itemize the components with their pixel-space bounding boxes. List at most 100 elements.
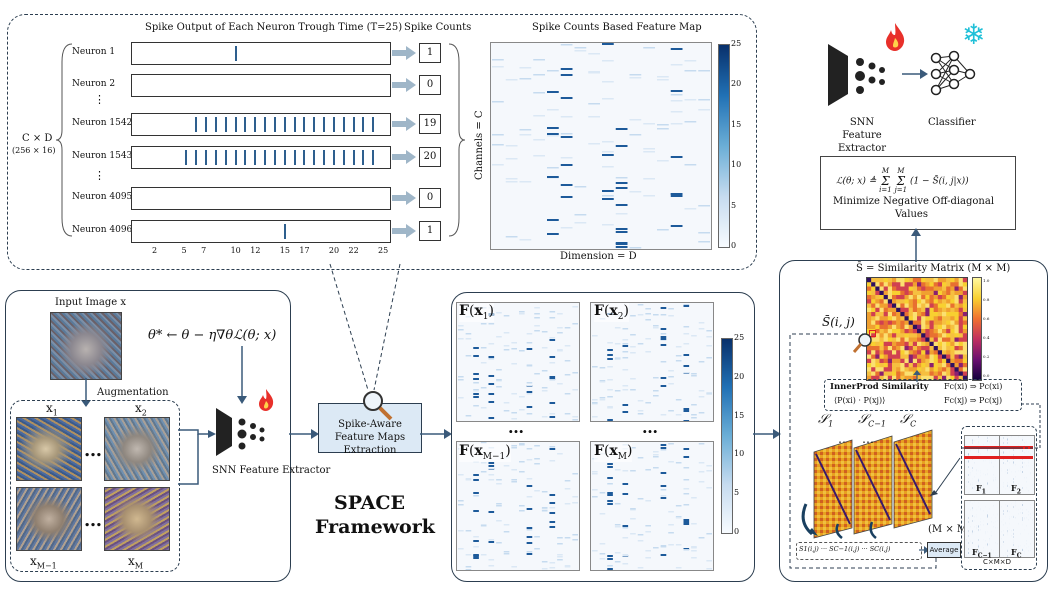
sim-cell	[908, 358, 914, 364]
sim-cell	[887, 320, 893, 326]
heat-cell	[660, 414, 667, 416]
heat-cell	[458, 325, 464, 327]
heat-cell	[519, 78, 532, 80]
sim-cell	[954, 307, 959, 313]
sim-cell	[929, 358, 934, 364]
heat-cell	[503, 465, 510, 467]
sim-cell	[896, 367, 901, 372]
sim-cell	[908, 278, 914, 283]
heat-cell	[473, 492, 479, 494]
heat-cell	[519, 313, 525, 315]
sim-cell	[887, 303, 893, 309]
heat-cell	[657, 76, 669, 78]
sim-cell	[958, 329, 964, 334]
heat-cell	[480, 442, 487, 444]
sim-cell	[942, 307, 947, 313]
sim-cell	[929, 278, 934, 283]
sim-cell	[946, 320, 951, 326]
heat-cell	[549, 521, 556, 523]
heat-cell	[698, 109, 710, 111]
sim-cell	[925, 346, 930, 351]
sim-cell	[908, 371, 914, 377]
sim-cell	[937, 358, 943, 364]
classifier-label: Classifier	[928, 117, 976, 128]
heat-cell	[668, 544, 674, 546]
heat-cell	[637, 400, 644, 402]
heat-cell	[706, 470, 712, 472]
sim-cell	[887, 333, 893, 338]
heat-cell	[630, 389, 636, 391]
sim-cell	[946, 363, 951, 368]
augmentation-label: Augmentation	[97, 387, 169, 398]
sim-cell	[925, 299, 930, 304]
sim-cell	[942, 290, 947, 296]
sim-cell	[946, 290, 951, 296]
s-label-c1: 𝒮C−1	[858, 412, 886, 429]
heat-cell	[615, 228, 628, 230]
heat-cell	[614, 390, 621, 392]
sim-cell	[904, 367, 909, 372]
heat-cell	[488, 479, 495, 481]
heat-cell	[511, 566, 517, 568]
sim-cell	[887, 371, 893, 377]
sim-cell	[912, 312, 918, 317]
sim-cell	[950, 290, 955, 296]
heat-cell	[549, 567, 556, 569]
heat-cell	[607, 492, 613, 494]
sim-cell	[867, 295, 872, 300]
sim-cell	[904, 307, 909, 313]
sim-cell	[912, 358, 918, 364]
sim-cell	[867, 286, 872, 292]
heat-cell	[607, 406, 613, 408]
heat-cell	[670, 90, 683, 92]
sim-cell	[962, 337, 967, 343]
heat-cell	[458, 397, 464, 399]
heat-cell	[549, 494, 556, 496]
sim-cell	[929, 329, 934, 334]
sim-cell	[921, 333, 926, 338]
sim-cell	[875, 290, 880, 296]
heat-cell	[473, 373, 479, 375]
heat-cell	[629, 247, 642, 249]
sij-label: S̄(i, j)	[822, 315, 855, 329]
heat-cell	[645, 550, 651, 552]
fmap-dots-1: …	[508, 418, 524, 437]
sim-cell	[921, 371, 926, 377]
sim-cell	[892, 320, 897, 326]
sim-cell	[933, 295, 939, 300]
sim-cell	[892, 299, 897, 304]
sim-cell	[883, 282, 889, 287]
heat-cell	[607, 558, 613, 560]
sim-cell	[904, 303, 909, 309]
heat-cell	[533, 74, 545, 76]
sim-cell	[958, 354, 964, 360]
sim-cell	[879, 312, 884, 317]
similarity-colorbar	[972, 277, 982, 381]
spike-mark	[214, 150, 217, 165]
heat-cell	[607, 354, 613, 356]
heat-cell	[660, 361, 667, 363]
sim-cell	[892, 278, 897, 283]
heat-cell	[706, 393, 712, 395]
heat-cell	[670, 225, 683, 227]
sim-cell	[883, 371, 889, 377]
sim-cell	[933, 278, 939, 283]
heat-cell	[607, 366, 613, 368]
heat-cell	[653, 547, 659, 549]
heat-cell	[488, 465, 495, 467]
colorbar-tick: 25	[734, 333, 745, 342]
sim-cell	[912, 307, 918, 313]
sim-cell	[887, 367, 893, 372]
sim-cell	[900, 354, 905, 360]
sim-cell	[887, 375, 893, 380]
sim-cell	[904, 341, 909, 347]
heat-cell	[534, 548, 540, 550]
sim-cell	[896, 286, 901, 292]
heat-cell	[622, 527, 629, 529]
sim-cell	[937, 278, 943, 283]
heat-cell	[564, 374, 571, 376]
colorbar-tick: 25	[731, 39, 742, 48]
heat-cell	[560, 68, 573, 70]
heat-cell	[668, 410, 674, 412]
heat-cell	[622, 525, 629, 527]
